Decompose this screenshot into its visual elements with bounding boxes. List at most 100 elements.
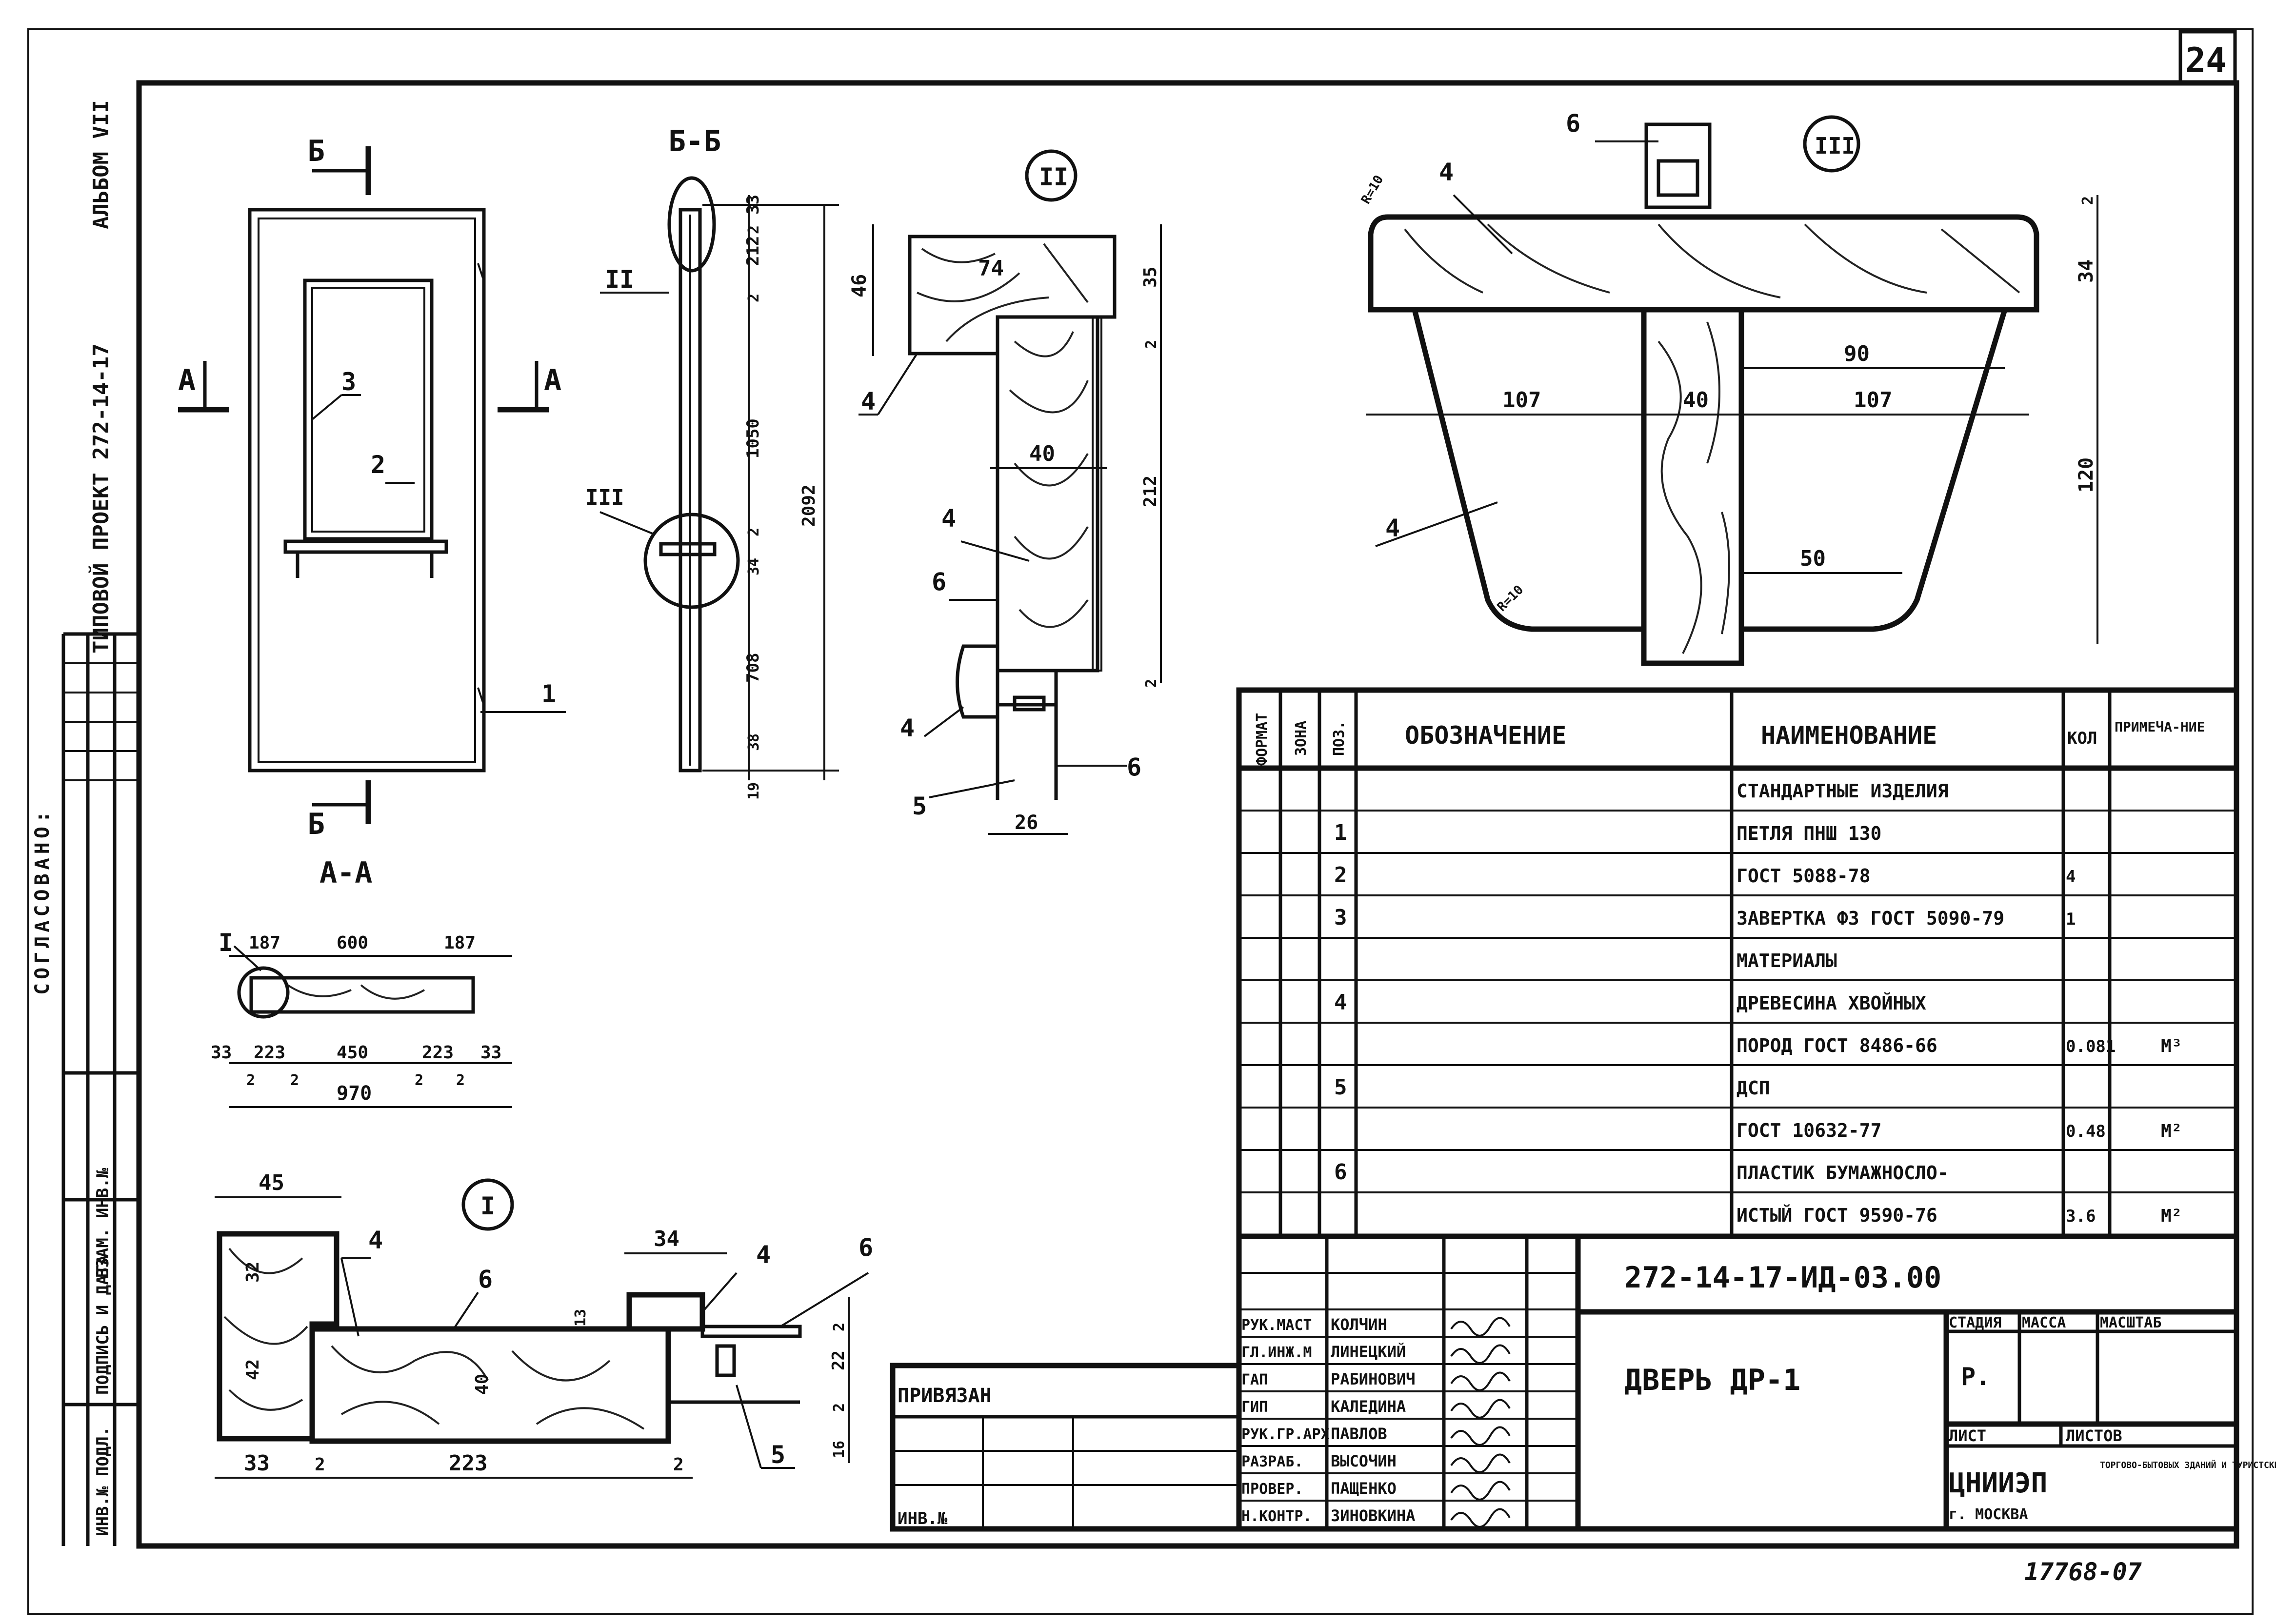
dim-1050: 1050 [743,418,763,458]
col-designation: ОБОЗНАЧЕНИЕ [1405,721,1566,750]
spec-note: М³ [2161,1036,2182,1056]
node1-callout-4-a: 4 [368,1226,383,1254]
node-3-detail: III R=10 2 34 90 107 40 107 120 50 R=10 … [1358,109,2098,666]
col-format: ФОРМАТ [1254,713,1271,766]
node1-callout-5: 5 [771,1441,785,1469]
spec-pos: 3 [1334,905,1347,930]
callout-node-3: III [585,485,624,510]
node2-callout-4-c: 4 [900,714,915,742]
node2-dim-35: 35 [1140,267,1160,288]
album-label: АЛЬБОМ VII [89,100,114,229]
inv-no-label: ИНВ.№ [898,1509,948,1528]
spec-pos: 5 [1334,1075,1347,1100]
node-2-label: II [1039,163,1068,191]
project-label: ТИПОВОЙ ПРОЕКТ 272-14-17 [88,343,114,654]
spec-name: ИСТЫЙ ГОСТ 9590-76 [1737,1205,1937,1226]
node3-dim-90: 90 [1844,341,1870,366]
spec-qty: 1 [2066,910,2076,929]
inv-podl-label: ИНВ.№ ПОДЛ. [93,1426,113,1536]
dim-38: 38 [745,733,762,751]
door-front-view: Б Б А А 3 2 1 А-А [178,134,566,890]
callout-3: 3 [341,368,356,396]
mass-label: МАССА [2022,1314,2066,1331]
sectionaa-dim-2-a: 2 [246,1072,255,1089]
node3-callout-4-a: 4 [1439,158,1454,186]
spec-qty: 3.6 [2066,1207,2096,1226]
node3-dim-34: 34 [2075,259,2097,283]
privyazan-label: ПРИВЯЗАН [898,1385,992,1407]
signature-mark [1450,1508,1511,1528]
node2-callout-6-b: 6 [1127,753,1141,781]
section-aa: I 187 600 187 33 223 450 223 33 2 2 2 2 … [211,929,512,1108]
signature-mark [1450,1317,1511,1337]
spec-name: СТАНДАРТНЫЕ ИЗДЕЛИЯ [1737,780,1949,802]
sign-date-label: ПОДПИСЬ И ДАТА [93,1255,113,1395]
sectionaa-dim-187-left: 187 [249,933,280,953]
dim-708: 708 [743,653,763,683]
sectionaa-dim-970: 970 [337,1082,372,1105]
stamp-number: 17768-07 [2024,1558,2142,1586]
callout-1: 1 [541,680,556,708]
spec-qty: 0.081 [2066,1037,2116,1056]
col-note: ПРИМЕЧА-НИЕ [2115,719,2205,735]
signature-mark [1450,1426,1511,1446]
node-3-label: III [1815,133,1855,159]
spec-name: ДСП [1737,1077,1770,1099]
staff-name: КОЛЧИН [1331,1315,1387,1334]
doc-code: 272-14-17-ИД-03.00 [1624,1261,1941,1295]
scale-label: МАСШТАБ [2100,1314,2161,1331]
node1-callout-6-b: 6 [858,1233,873,1262]
signature-mark [1450,1344,1511,1364]
node1-dim-2-b: 2 [831,1403,848,1412]
spec-pos: 6 [1334,1160,1347,1185]
spec-name: ЗАВЕРТКА Ф3 ГОСТ 5090-79 [1737,908,2004,929]
node1-dim-32: 32 [243,1262,263,1283]
staff-role: РУК.ГР.АРХ [1241,1426,1330,1443]
cut-mark-b-bottom: Б [307,807,325,841]
node2-callout-4-b: 4 [941,504,956,533]
node3-dim-2: 2 [2079,196,2096,205]
signature-mark [1450,1399,1511,1419]
node1-dim-2-left: 2 [315,1455,325,1475]
node1-dim-2-right: 2 [673,1455,684,1475]
signature-mark [1450,1371,1511,1391]
spec-name: ДРЕВЕСИНА ХВОЙНЫХ [1737,992,1926,1014]
org-name: ЦНИИЭП [1949,1467,2047,1499]
dim-2-c: 2 [745,528,762,536]
staff-role: ПРОВЕР. [1241,1481,1303,1498]
node1-callout-4-b: 4 [756,1241,771,1269]
sheets-label: ЛИСТОВ [2066,1426,2122,1445]
node3-callout-6: 6 [1566,109,1580,138]
sheet-number: 24 [2185,40,2226,80]
node1-dim-13: 13 [572,1309,589,1327]
node1-dim-40: 40 [472,1374,492,1395]
stage-value: Р. [1961,1363,1990,1391]
sectionaa-dim-187-right: 187 [444,933,476,953]
spec-name: ГОСТ 5088-78 [1737,865,1871,887]
node3-dim-120: 120 [2075,457,2097,493]
staff-name: РАБИНОВИЧ [1331,1370,1415,1388]
staff-role: ГЛ.ИНЖ.М [1241,1344,1312,1361]
sectionaa-dim-2-c: 2 [415,1072,423,1089]
sectionaa-callout-1: I [219,929,233,957]
spec-qty: 4 [2066,867,2076,887]
node2-dim-2-bottom: 2 [1143,679,1160,688]
dim-212: 212 [743,236,763,266]
signature-mark [1450,1453,1511,1473]
door-title: ДВЕРЬ ДР-1 [1624,1363,1800,1397]
node3-dim-107-right: 107 [1854,388,1892,413]
staff-name: КАЛЕДИНА [1331,1397,1406,1416]
node3-dim-40: 40 [1683,388,1709,413]
staff-name: ПАЩЕНКО [1331,1479,1397,1498]
spec-name: ГОСТ 10632-77 [1737,1120,1881,1141]
spec-pos: 2 [1334,863,1347,888]
node1-dim-22: 22 [829,1350,848,1370]
agreed-label: СОГЛАСОВАНО: [31,807,54,995]
staff-role: Н.КОНТР. [1241,1508,1312,1525]
staff-name: ЗИНОВКИНА [1331,1506,1415,1525]
callout-node-2: II [605,265,634,294]
dim-33: 33 [743,195,763,215]
